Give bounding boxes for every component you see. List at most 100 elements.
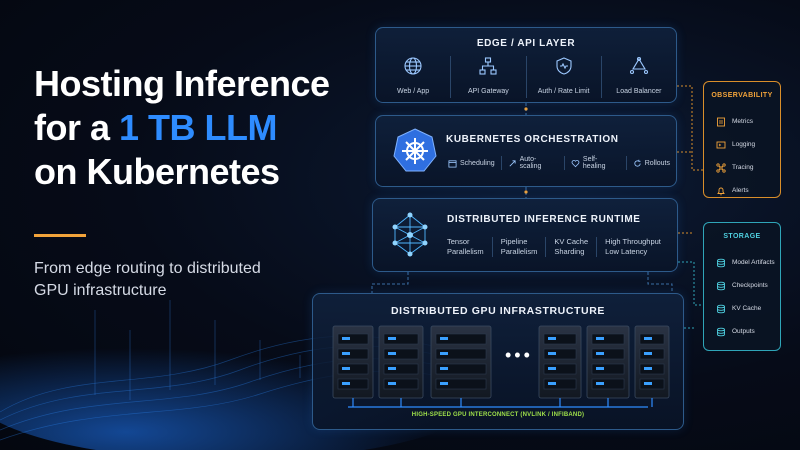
hero-divider: [34, 234, 86, 237]
storage-item-label: Outputs: [732, 328, 755, 335]
observability-card: OBSERVABILITY Metrics Logging Tracing Al…: [703, 81, 781, 198]
gpu-status-led: [548, 382, 556, 385]
gpu-status-led: [644, 382, 652, 385]
observability-item-metrics: Metrics: [716, 110, 755, 133]
gpu-server-slot: [337, 378, 369, 390]
hero-title-line1: Hosting Inference: [34, 63, 330, 104]
storage-item-label: KV Cache: [732, 305, 762, 312]
hero-title-line2-prefix: for a: [34, 107, 120, 148]
gpu-server-slot: [591, 333, 625, 345]
gpu-server-slot: [337, 348, 369, 360]
gpu-status-led: [440, 367, 448, 370]
storage-item-kv-cache: KV Cache: [716, 297, 775, 320]
gpu-server-slot: [435, 363, 487, 375]
gpu-server-slot: [435, 378, 487, 390]
k8s-item-rollouts: Rollouts: [633, 156, 676, 170]
hero-subtitle: From edge routing to distributed GPU inf…: [34, 260, 261, 299]
gpu-status-led: [596, 337, 604, 340]
kubernetes-orchestration-panel: KUBERNETES ORCHESTRATION Scheduling Auto…: [375, 115, 677, 187]
edge-item-auth-rate-limit: Auth / Rate Limit: [525, 56, 601, 98]
edge-item-label: Load Balancer: [616, 88, 662, 95]
k8s-item-label: Rollouts: [644, 159, 670, 167]
runtime-item-line2: Sharding: [554, 247, 585, 256]
storage-list: Model Artifacts Checkpoints KV Cache Out…: [716, 251, 775, 343]
gpu-status-led: [596, 367, 604, 370]
hero-title: Hosting Inference for a 1 TB LLM on Kube…: [34, 62, 364, 194]
gpu-server-slot: [383, 378, 419, 390]
edge-item-label: Web / App: [397, 88, 430, 95]
gpu-interconnect-label: HIGH-SPEED GPU INTERCONNECT (NVLINK / IN…: [411, 412, 585, 418]
gpu-status-led: [548, 367, 556, 370]
storage-item-outputs: Outputs: [716, 320, 775, 343]
edge-item-label: Auth / Rate Limit: [537, 88, 590, 95]
gpu-infrastructure-panel: DISTRIBUTED GPU INFRASTRUCTURE: [312, 293, 684, 430]
runtime-item-line1: High Throughput: [605, 237, 661, 246]
storage-card: STORAGE Model Artifacts Checkpoints KV C…: [703, 222, 781, 351]
runtime-item-line2: Parallelism: [500, 247, 538, 256]
gpu-server-slot: [435, 333, 487, 345]
database-icon: [717, 281, 725, 290]
gpu-status-led: [388, 367, 396, 370]
gpu-server-slot: [383, 363, 419, 375]
gpu-server-racks: [332, 325, 670, 408]
kubernetes-icon: [393, 128, 437, 172]
runtime-item-line2: Low Latency: [605, 247, 648, 256]
gpu-server-slot: [591, 378, 625, 390]
storage-item-model-artifacts: Model Artifacts: [716, 251, 775, 274]
k8s-item-auto-scaling: Auto-scaling: [508, 156, 565, 170]
gpu-status-led: [342, 367, 350, 370]
gpu-status-led: [596, 382, 604, 385]
gpu-server-slot: [383, 333, 419, 345]
storage-item-label: Checkpoints: [732, 282, 768, 289]
gpu-server-slot: [337, 333, 369, 345]
runtime-item-line1: Pipeline: [500, 237, 528, 246]
gpu-status-led: [388, 337, 396, 340]
gpu-server-slot: [383, 348, 419, 360]
globe-icon: [404, 57, 422, 75]
gpu-status-led: [644, 367, 652, 370]
observability-item-tracing: Tracing: [716, 156, 755, 179]
observability-item-label: Logging: [732, 141, 756, 148]
gpu-status-led: [388, 352, 396, 355]
kubernetes-items: Scheduling Auto-scaling Self-healing Rol…: [448, 156, 676, 170]
edge-item-load-balancer: Load Balancer: [600, 56, 676, 98]
gpu-status-led: [644, 337, 652, 340]
k8s-item-label: Auto-scaling: [519, 156, 542, 170]
k8s-item-self-healing: Self-healing: [571, 156, 627, 170]
refresh-icon: [634, 159, 641, 167]
runtime-title: DISTRIBUTED INFERENCE RUNTIME: [447, 214, 641, 225]
bell-icon: [717, 187, 725, 195]
metrics-icon: [717, 117, 725, 126]
k8s-item-label: Scheduling: [460, 159, 495, 167]
gpu-server-slot: [435, 348, 487, 360]
kubernetes-title: KUBERNETES ORCHESTRATION: [446, 134, 619, 145]
observability-item-logging: Logging: [716, 133, 755, 156]
gpu-status-led: [342, 337, 350, 340]
observability-item-label: Tracing: [732, 164, 754, 171]
gpu-status-led: [388, 382, 396, 385]
database-icon: [717, 327, 725, 336]
edge-api-layer-panel: EDGE / API LAYER Web / App API Gateway A…: [375, 27, 677, 103]
k8s-item-scheduling: Scheduling: [448, 156, 502, 170]
hero-title-line2: for a 1 TB LLM: [34, 106, 364, 150]
gpu-status-led: [342, 352, 350, 355]
edge-item-label: API Gateway: [467, 88, 509, 95]
runtime-item-line1: Tensor: [447, 237, 470, 246]
storage-item-checkpoints: Checkpoints: [716, 274, 775, 297]
observability-item-alerts: Alerts: [716, 179, 755, 202]
gpu-infra-title: DISTRIBUTED GPU INFRASTRUCTURE: [391, 305, 605, 317]
gpu-status-led: [644, 352, 652, 355]
tracing-icon: [716, 162, 726, 173]
observability-item-label: Alerts: [732, 187, 749, 194]
edge-item-web-app: Web / App: [376, 56, 450, 98]
edge-item-api-gateway: API Gateway: [450, 56, 525, 98]
gpu-status-led: [548, 337, 556, 340]
gpu-status-led: [440, 352, 448, 355]
gpu-server-slot: [543, 348, 577, 360]
gpu-server-slot: [337, 363, 369, 375]
gpu-status-led: [440, 337, 448, 340]
